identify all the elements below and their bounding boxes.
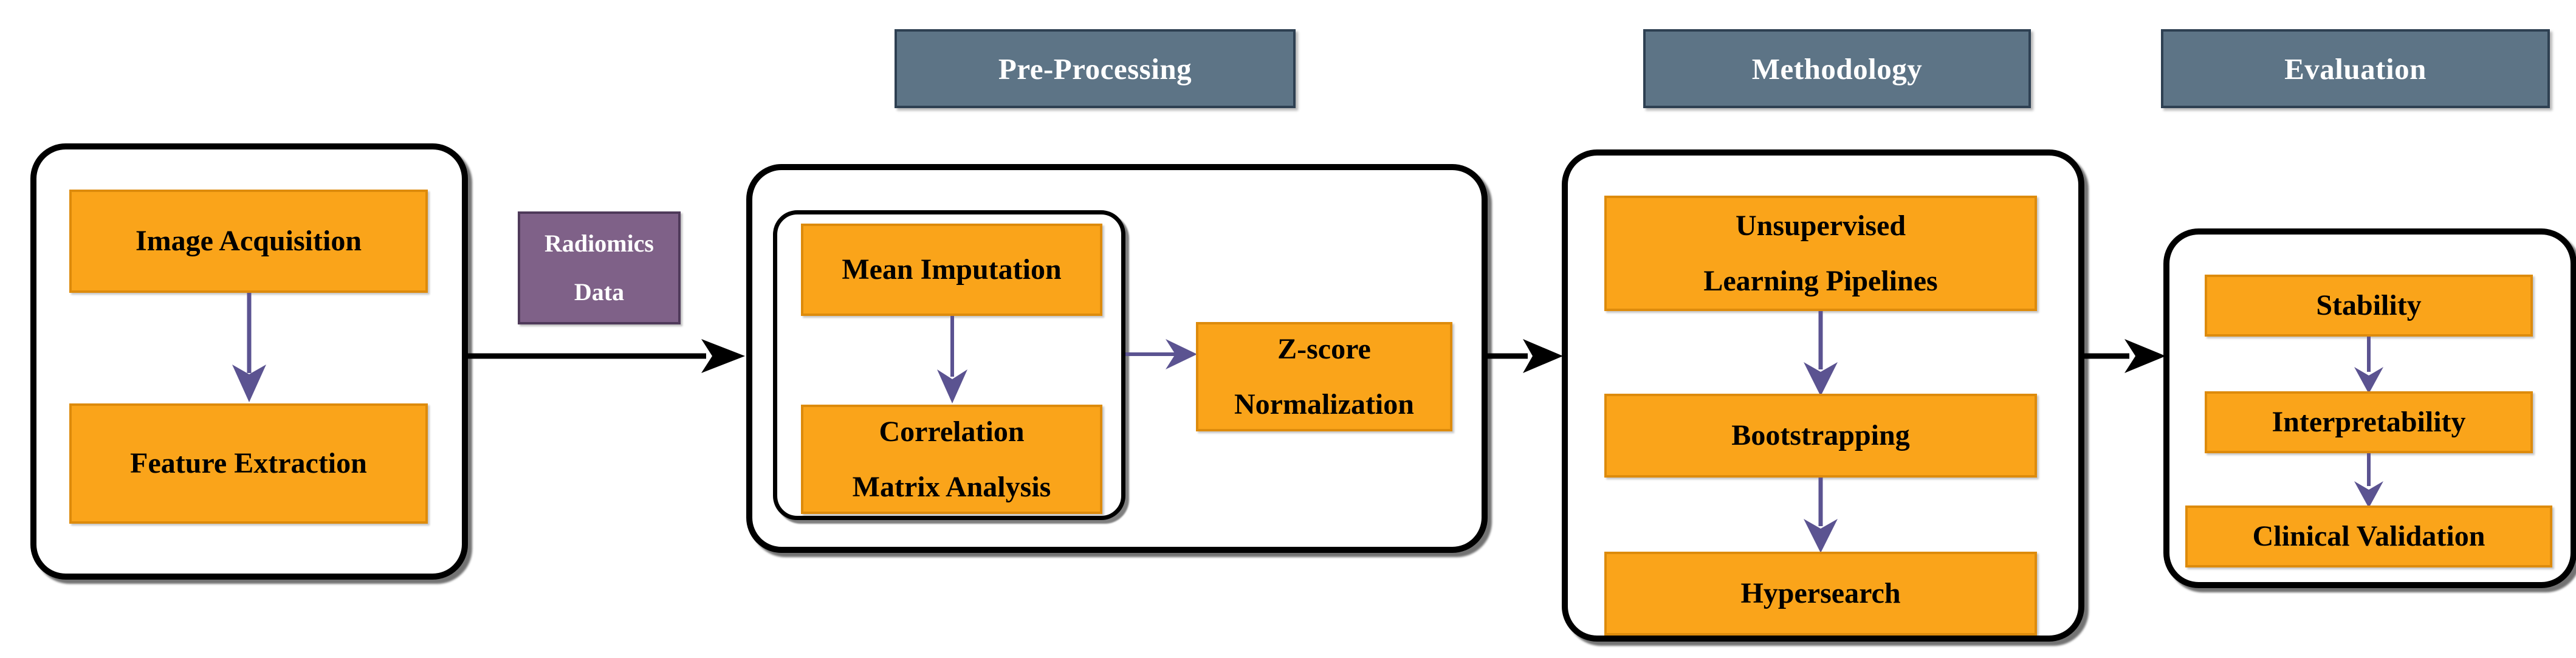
node-label: Stability bbox=[2316, 289, 2422, 321]
node-label: Z-score Normalization bbox=[1234, 332, 1414, 420]
node-label: Unsupervised Learning Pipelines bbox=[1703, 209, 1938, 297]
stage-header-label: Evaluation bbox=[2284, 52, 2427, 86]
node-mean-imputation: Mean Imputation bbox=[801, 224, 1102, 316]
stage-header-methodology: Methodology bbox=[1643, 29, 2031, 108]
node-label: Hypersearch bbox=[1740, 577, 1901, 609]
stage-header-pre-processing: Pre-Processing bbox=[895, 29, 1296, 108]
arrow-preprocessing-to-methodology bbox=[1488, 339, 1563, 373]
node-clinical-validation: Clinical Validation bbox=[2185, 505, 2552, 567]
node-bootstrapping: Bootstrapping bbox=[1604, 394, 2037, 478]
node-label: Image Acquisition bbox=[135, 224, 362, 257]
node-label: Mean Imputation bbox=[842, 253, 1062, 286]
data-chip-radiomics-data: Radiomics Data bbox=[518, 211, 681, 324]
node-hypersearch: Hypersearch bbox=[1604, 552, 2037, 636]
node-stability: Stability bbox=[2205, 275, 2533, 337]
arrow-methodology-to-evaluation bbox=[2084, 339, 2166, 373]
stage-header-label: Methodology bbox=[1751, 52, 1923, 86]
node-feature-extraction: Feature Extraction bbox=[69, 403, 428, 524]
node-unsupervised-learning-pipelines: Unsupervised Learning Pipelines bbox=[1604, 196, 2037, 311]
node-correlation-matrix-analysis: Correlation Matrix Analysis bbox=[801, 405, 1102, 514]
stage-header-evaluation: Evaluation bbox=[2161, 29, 2550, 108]
arrow-acquisition-to-preprocessing bbox=[468, 339, 745, 373]
node-label: Correlation Matrix Analysis bbox=[852, 415, 1051, 503]
data-chip-label: Radiomics Data bbox=[544, 230, 654, 306]
node-label: Bootstrapping bbox=[1731, 419, 1910, 451]
node-label: Interpretability bbox=[2272, 405, 2466, 438]
node-label: Feature Extraction bbox=[130, 447, 367, 479]
node-image-acquisition: Image Acquisition bbox=[69, 190, 428, 293]
node-label: Clinical Validation bbox=[2252, 519, 2485, 552]
stage-header-label: Pre-Processing bbox=[998, 52, 1192, 86]
node-interpretability: Interpretability bbox=[2205, 391, 2533, 453]
node-z-score-normalization: Z-score Normalization bbox=[1196, 322, 1452, 431]
